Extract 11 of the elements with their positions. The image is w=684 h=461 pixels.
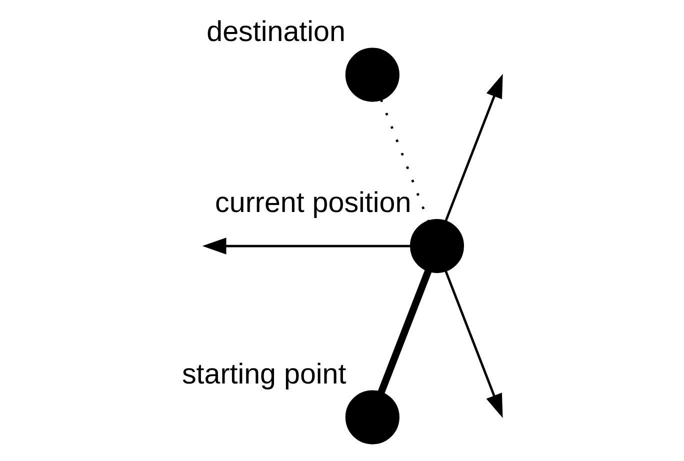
node-circle [345, 48, 400, 102]
node-label: destination [206, 16, 346, 48]
node-label: current position [215, 187, 412, 220]
connector [380, 99, 430, 222]
node-circle [410, 219, 464, 274]
arrow [444, 74, 503, 222]
node-circle [345, 390, 400, 444]
node-label: starting point [182, 358, 346, 390]
arrow [444, 270, 503, 418]
connector [378, 270, 432, 394]
arrow [202, 238, 411, 254]
